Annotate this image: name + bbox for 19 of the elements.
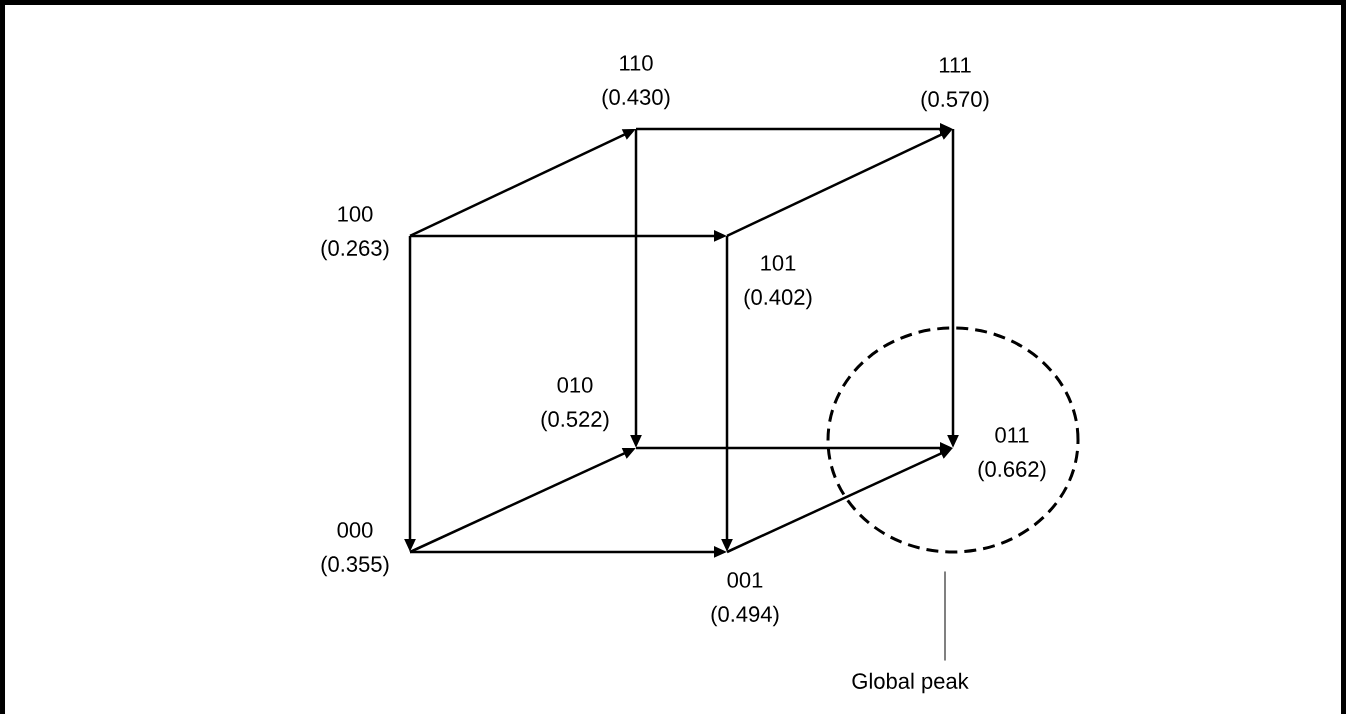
fitness-value: (0.430) xyxy=(602,88,670,110)
fitness-value: (0.570) xyxy=(921,90,989,112)
vertex-label: 100 xyxy=(338,206,373,222)
vertex-label: 101 xyxy=(761,255,796,271)
leader-line xyxy=(944,571,946,662)
vertex-label: 000 xyxy=(337,522,373,538)
fitness-value: (0.263) xyxy=(321,239,389,261)
vertex-label: 111 xyxy=(939,57,971,73)
fitness-value: (0.522) xyxy=(541,410,609,432)
fitness-value: (0.402) xyxy=(744,288,812,310)
vertex-label: 011 xyxy=(995,427,1029,443)
fitness-value: (0.662) xyxy=(978,460,1046,482)
fitness-value: (0.494) xyxy=(711,605,779,627)
fitness-value: (0.355) xyxy=(321,555,389,577)
callout-text: Global peak xyxy=(852,672,969,694)
vertex-label: 110 xyxy=(620,55,653,71)
vertex-label: 001 xyxy=(727,572,763,588)
dashed-circle xyxy=(826,326,1080,554)
vertex-label: 010 xyxy=(557,377,593,393)
